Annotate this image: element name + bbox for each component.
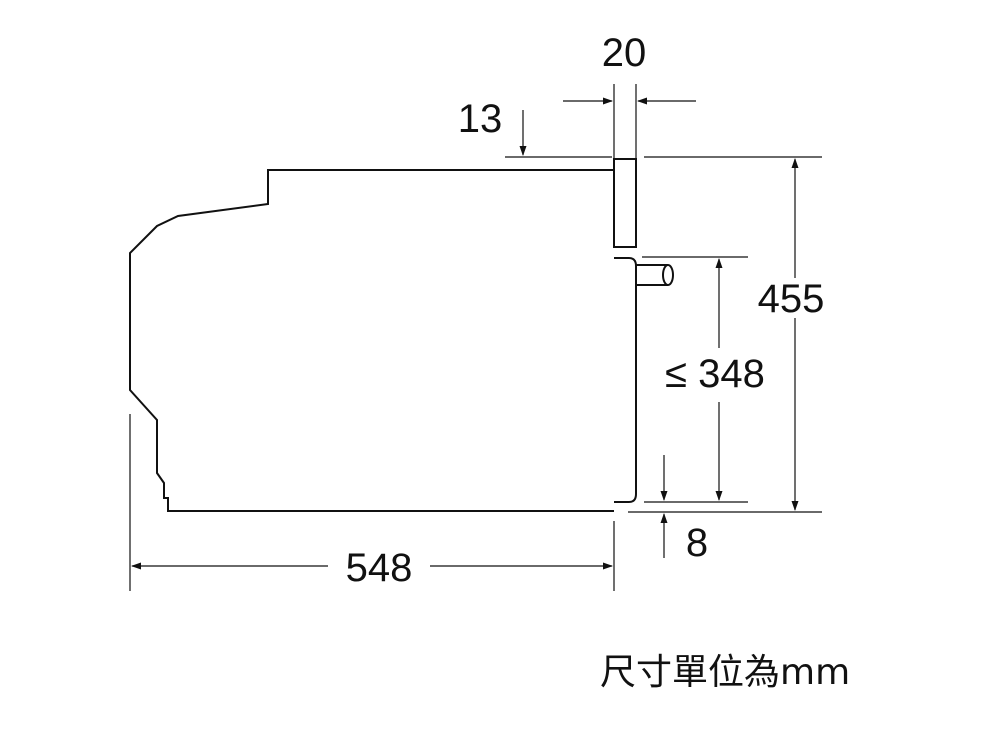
dim-548-label: 548 [346, 546, 413, 590]
control-panel [613, 158, 637, 248]
dim-8-label: 8 [686, 521, 708, 565]
door-handle [636, 264, 668, 286]
dim-455-label: 455 [758, 277, 825, 321]
dim-13-label: 13 [458, 97, 503, 141]
handle-knob [662, 264, 674, 286]
door-panel [614, 257, 637, 503]
dim-20-label: 20 [602, 31, 647, 75]
dim-348-label: ≤ 348 [665, 352, 765, 396]
appliance-body-outline [129, 169, 614, 512]
unit-note: 尺寸單位為mm [600, 652, 851, 693]
